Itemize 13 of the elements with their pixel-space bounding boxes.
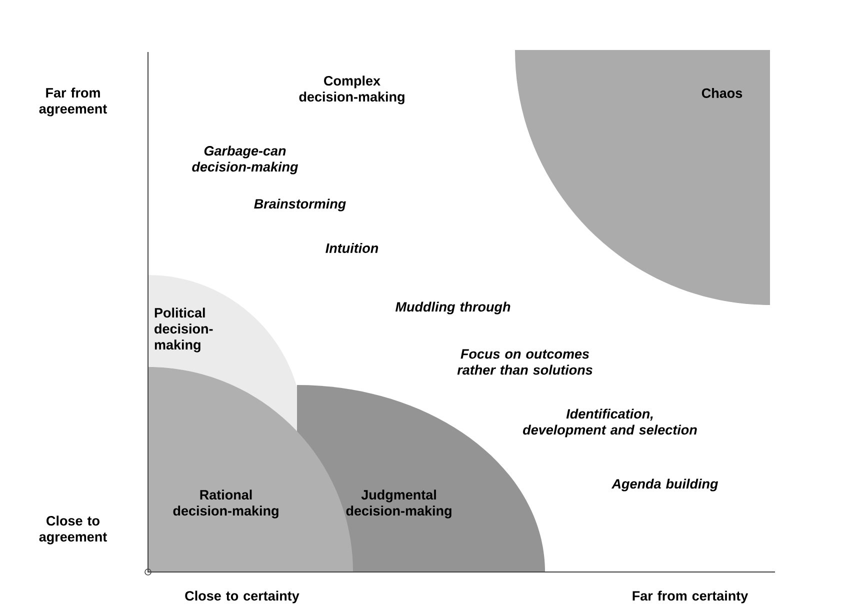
label: Close to agreement [39,516,107,544]
label: Complex decision-making [299,76,404,104]
label: Brainstorming [254,198,346,212]
label: Close to certainty [185,590,300,604]
label: Focus on outcomes rather than solutions [457,349,592,375]
label: Far from certainty [632,590,748,604]
label: Garbage-can decision-making [192,146,298,174]
label: Intuition [326,243,378,253]
label: Agenda building [611,478,718,492]
label: Muddling through [396,302,510,314]
region: Chaos [515,50,770,305]
region: Political decision-making [148,275,303,438]
label: Far from agreement [39,88,107,116]
